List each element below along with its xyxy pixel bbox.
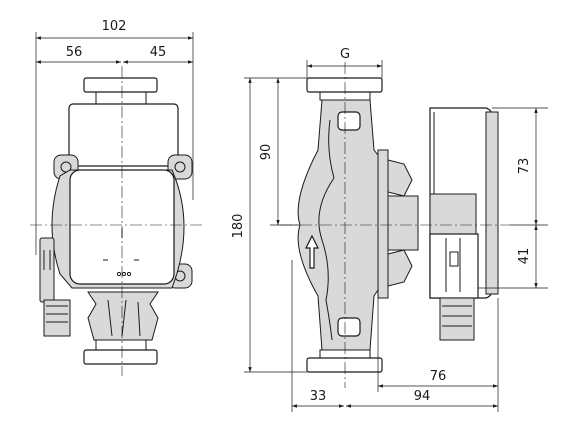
- dim-90: 90: [259, 144, 274, 161]
- dim-45: 45: [150, 45, 167, 60]
- dim-180: 180: [231, 214, 246, 239]
- dim-102: 102: [102, 19, 127, 34]
- dim-33: 33: [310, 389, 327, 404]
- front-dimensions: 102 56 45: [35, 19, 194, 255]
- dim-76: 76: [430, 369, 447, 384]
- dim-73: 73: [517, 158, 532, 175]
- side-dimensions: G 180 90 73 41 76 33 94: [231, 47, 548, 412]
- dim-g: G: [340, 47, 350, 62]
- front-view: [30, 66, 205, 376]
- dim-56: 56: [66, 45, 83, 60]
- dim-41: 41: [517, 248, 532, 265]
- side-view: [280, 62, 510, 388]
- dim-94: 94: [414, 389, 431, 404]
